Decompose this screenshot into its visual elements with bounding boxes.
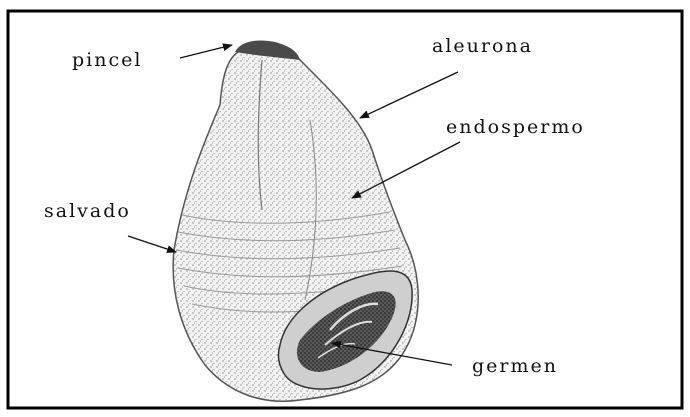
label-aleurona: aleurona xyxy=(432,35,533,57)
arrow-pincel xyxy=(180,45,232,58)
arrow-aleurona xyxy=(360,72,458,118)
label-salvado: salvado xyxy=(44,200,131,222)
arrow-salvado xyxy=(128,236,176,252)
wheat-grain xyxy=(173,40,418,401)
label-germen: germen xyxy=(472,355,558,377)
label-pincel: pincel xyxy=(72,49,142,71)
label-endospermo: endospermo xyxy=(446,116,585,138)
